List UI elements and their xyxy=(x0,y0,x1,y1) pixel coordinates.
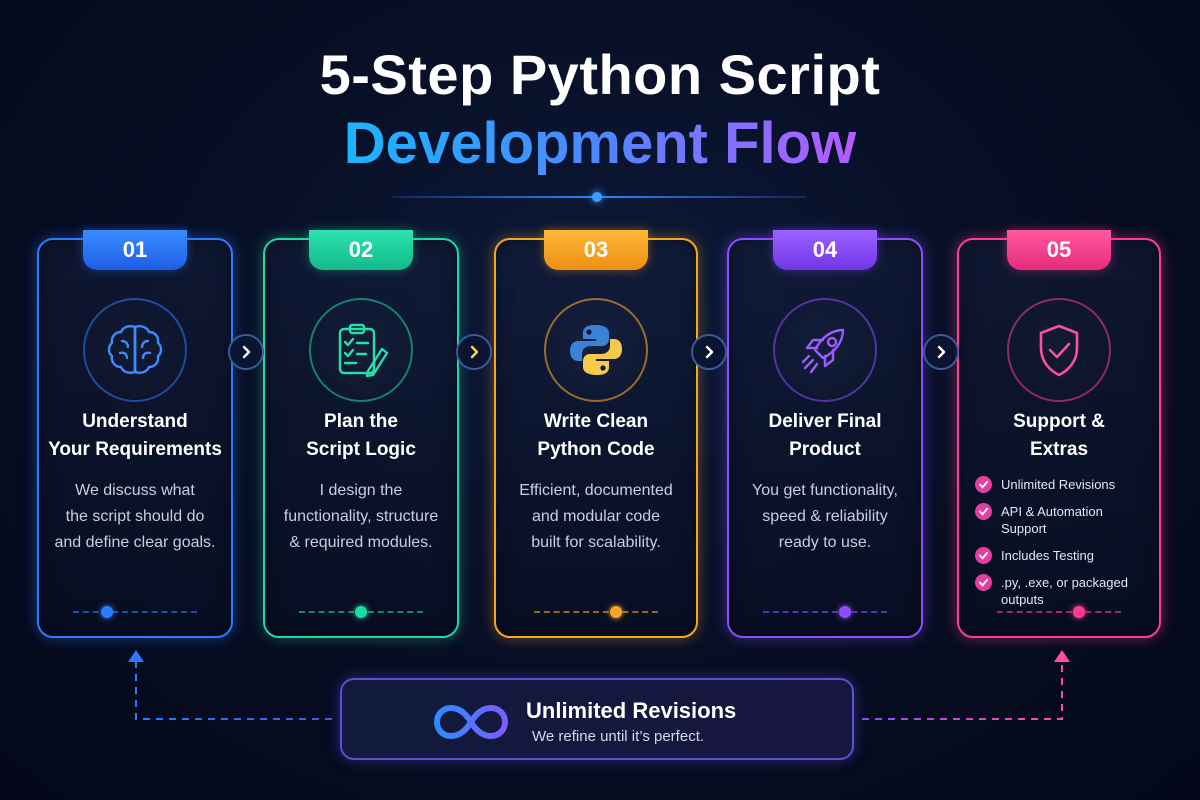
check-icon xyxy=(975,574,992,591)
step-description: You get functionality, speed & reliabili… xyxy=(752,482,898,551)
step-card-3: 03 Write Clean Python Code Efficient, do… xyxy=(494,230,698,638)
step-description: Efficient, documented and modular code b… xyxy=(519,482,673,551)
step-number-badge: 01 xyxy=(83,230,187,270)
python-logo-icon xyxy=(544,298,648,402)
check-icon xyxy=(975,547,992,564)
list-item: Unlimited Revisions xyxy=(975,476,1151,493)
banner-subtitle: We refine until it’s perfect. xyxy=(532,728,705,745)
next-arrow-icon xyxy=(691,334,727,370)
list-item: Includes Testing xyxy=(975,547,1151,564)
list-item: .py, .exe, or packaged outputs xyxy=(975,574,1151,608)
step-card-4: 04 Deliver Final Product You get functio… xyxy=(727,230,923,638)
infinity-icon xyxy=(432,702,510,747)
progress-indicator xyxy=(997,606,1121,618)
page-subtitle: Development Flow xyxy=(343,111,857,176)
next-arrow-icon xyxy=(456,334,492,370)
page-title: 5-Step Python Script xyxy=(319,43,881,106)
step-number-badge: 04 xyxy=(773,230,877,270)
revisions-banner: Unlimited Revisions We refine until it’s… xyxy=(340,678,854,760)
step-title: Understand Your Requirements xyxy=(48,411,222,460)
brain-icon xyxy=(83,298,187,402)
step-title: Deliver Final Product xyxy=(768,411,882,460)
progress-indicator xyxy=(73,606,197,618)
progress-indicator xyxy=(534,606,658,618)
check-icon xyxy=(975,476,992,493)
title-divider-dot xyxy=(592,192,602,202)
step-description: I design the functionality, structure & … xyxy=(283,482,439,551)
step-title: Write Clean Python Code xyxy=(537,411,655,460)
step-card-2: 02 Plan the Script Logic I design the fu… xyxy=(263,230,459,638)
banner-title: Unlimited Revisions xyxy=(526,698,737,723)
step-number-badge: 03 xyxy=(544,230,648,270)
step-card-5: 05 Support & Extras Unlimited Revisions … xyxy=(957,230,1161,638)
step-title: Support & Extras xyxy=(1013,411,1105,460)
progress-indicator xyxy=(763,606,887,618)
clipboard-checklist-icon xyxy=(309,298,413,402)
next-arrow-icon xyxy=(228,334,264,370)
step-card-1: 01 Understand Your Requirements We discu… xyxy=(37,230,233,638)
step-number-badge: 05 xyxy=(1007,230,1111,270)
progress-indicator xyxy=(299,606,423,618)
step-number-badge: 02 xyxy=(309,230,413,270)
next-arrow-icon xyxy=(923,334,959,370)
extras-list: Unlimited Revisions API & Automation Sup… xyxy=(975,476,1151,618)
shield-check-icon xyxy=(1007,298,1111,402)
rocket-icon xyxy=(773,298,877,402)
list-item: API & Automation Support xyxy=(975,503,1151,537)
step-description: We discuss what the script should do and… xyxy=(54,482,216,551)
step-title: Plan the Script Logic xyxy=(306,411,416,460)
check-icon xyxy=(975,503,992,520)
